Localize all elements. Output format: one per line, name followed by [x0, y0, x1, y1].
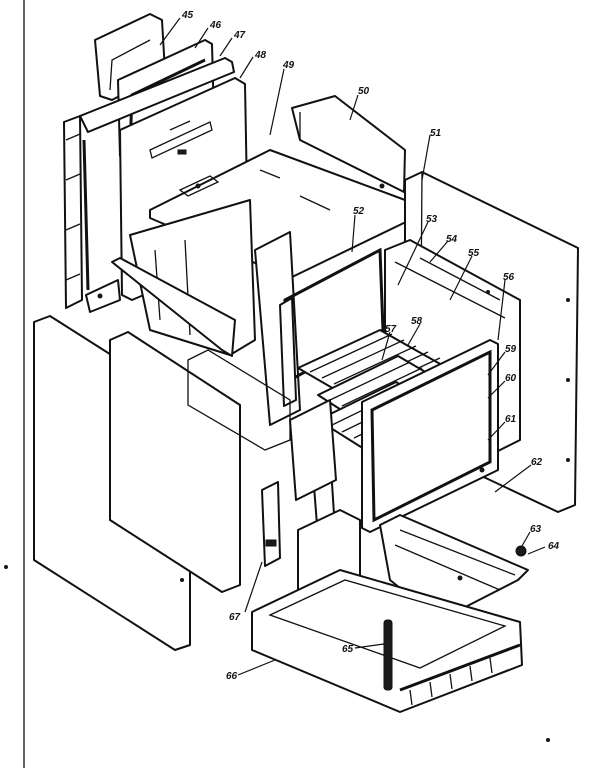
callout-45: 45 [181, 10, 194, 21]
callout-57: 57 [385, 324, 397, 335]
callout-62: 62 [531, 457, 543, 468]
top-back-panel [291, 95, 406, 193]
oven-gasket [279, 247, 385, 407]
leader-lines [159, 17, 546, 676]
storage-drawer [251, 569, 523, 713]
oven-body-shell [111, 149, 411, 426]
callout-51: 51 [430, 128, 442, 139]
stray-dot [4, 565, 8, 569]
pan-knob-63 [515, 545, 527, 557]
callout-50: 50 [358, 86, 370, 97]
callout-54: 54 [446, 234, 458, 245]
oven-side-strip [111, 257, 236, 357]
callout-55: 55 [468, 248, 480, 259]
drawer-roller-65 [383, 619, 393, 691]
callout-65: 65 [342, 644, 354, 655]
stray-mark [546, 738, 550, 742]
door-hinge-side [63, 115, 83, 309]
callout-labels: 45 46 47 48 49 50 51 52 53 54 55 56 57 5… [181, 10, 560, 682]
callout-46: 46 [209, 20, 222, 31]
callout-67: 67 [229, 612, 241, 623]
callout-63: 63 [530, 524, 542, 535]
oven-frame-58 [361, 339, 499, 533]
callout-58: 58 [411, 316, 423, 327]
callout-64: 64 [548, 541, 560, 552]
callout-60: 60 [505, 373, 517, 384]
callout-47: 47 [233, 30, 246, 41]
callout-56: 56 [503, 272, 515, 283]
callout-61: 61 [505, 414, 517, 425]
rear-panel [109, 331, 241, 593]
callout-49: 49 [282, 60, 295, 71]
side-bracket-67 [261, 481, 281, 567]
oven-front-frame [289, 339, 499, 539]
frame-screw-62 [479, 467, 485, 473]
callout-52: 52 [353, 206, 365, 217]
callout-66: 66 [226, 671, 238, 682]
callout-59: 59 [505, 344, 517, 355]
callout-48: 48 [254, 50, 267, 61]
callout-53: 53 [426, 214, 438, 225]
side-panel-left [33, 315, 291, 651]
